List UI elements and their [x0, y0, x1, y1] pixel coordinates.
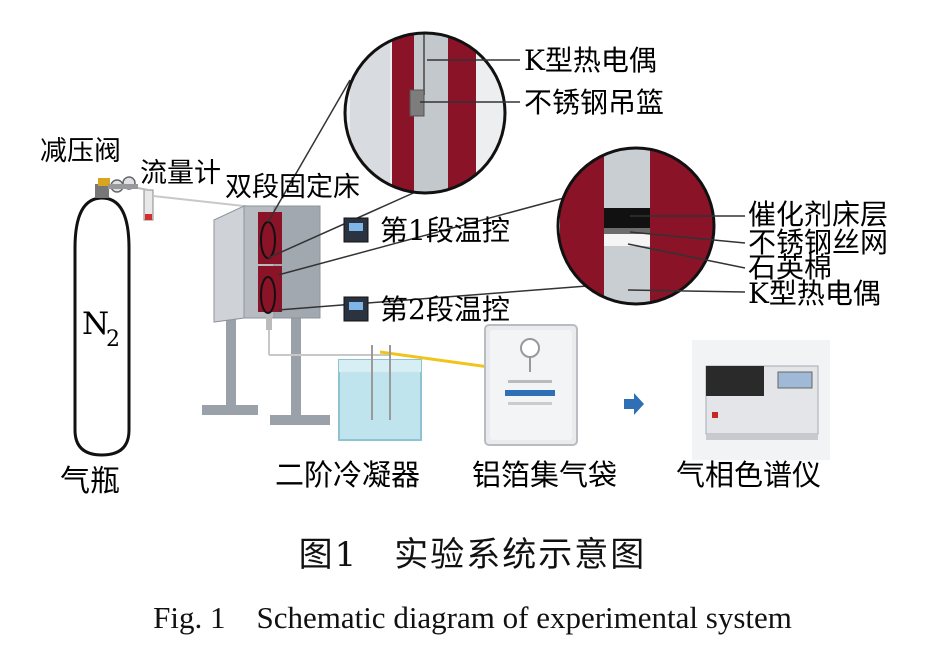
flow-arrow-icon [624, 393, 644, 415]
flow-meter-icon [143, 189, 154, 221]
label-fixed-bed: 双段固定床 [225, 172, 360, 203]
label-pressure-valve: 减压阀 [40, 136, 121, 167]
zoom-guide-lines [267, 79, 601, 311]
label-steel-mesh: 不锈钢丝网 [748, 226, 888, 259]
label-flow-meter: 流量计 [140, 158, 221, 189]
label-n2-sub: 2 [106, 327, 120, 352]
gas-chromatograph [692, 340, 830, 460]
temp-controller-1-icon [343, 217, 369, 243]
label-temp-ctrl-2: 第2段温控 [380, 293, 510, 326]
label-thermocouple-bottom: K型热电偶 [748, 277, 881, 310]
label-n2-main: N [82, 306, 109, 342]
figure-caption-cn: 图1 实验系统示意图 [298, 535, 647, 575]
label-condenser: 二阶冷凝器 [275, 458, 420, 492]
figure-caption-en: Fig. 1 Schematic diagram of experimental… [153, 600, 792, 635]
label-basket: 不锈钢吊篮 [524, 86, 664, 119]
label-gc: 气相色谱仪 [676, 458, 821, 492]
callout-lines [420, 59, 746, 293]
gas-line-cylinder-to-meter [137, 187, 149, 191]
n2-cylinder [73, 184, 131, 457]
label-cylinder: 气瓶 [60, 464, 120, 499]
label-temp-ctrl-1: 第1段温控 [380, 214, 510, 247]
label-catalyst-bed: 催化剂床层 [748, 198, 888, 231]
temp-controller-2-icon [343, 296, 369, 322]
label-quartz-wool: 石英棉 [748, 251, 832, 284]
two-stage-fixed-bed-reactor [202, 205, 330, 425]
aluminum-foil-gas-bag [484, 324, 578, 446]
magnified-view-bed [556, 146, 716, 306]
label-gas-bag: 铝箔集气袋 [472, 458, 617, 492]
label-thermocouple-top: K型热电偶 [524, 44, 657, 77]
pressure-valve-icon [98, 176, 138, 193]
magnified-view-top [343, 31, 507, 195]
two-stage-condenser [338, 345, 422, 441]
